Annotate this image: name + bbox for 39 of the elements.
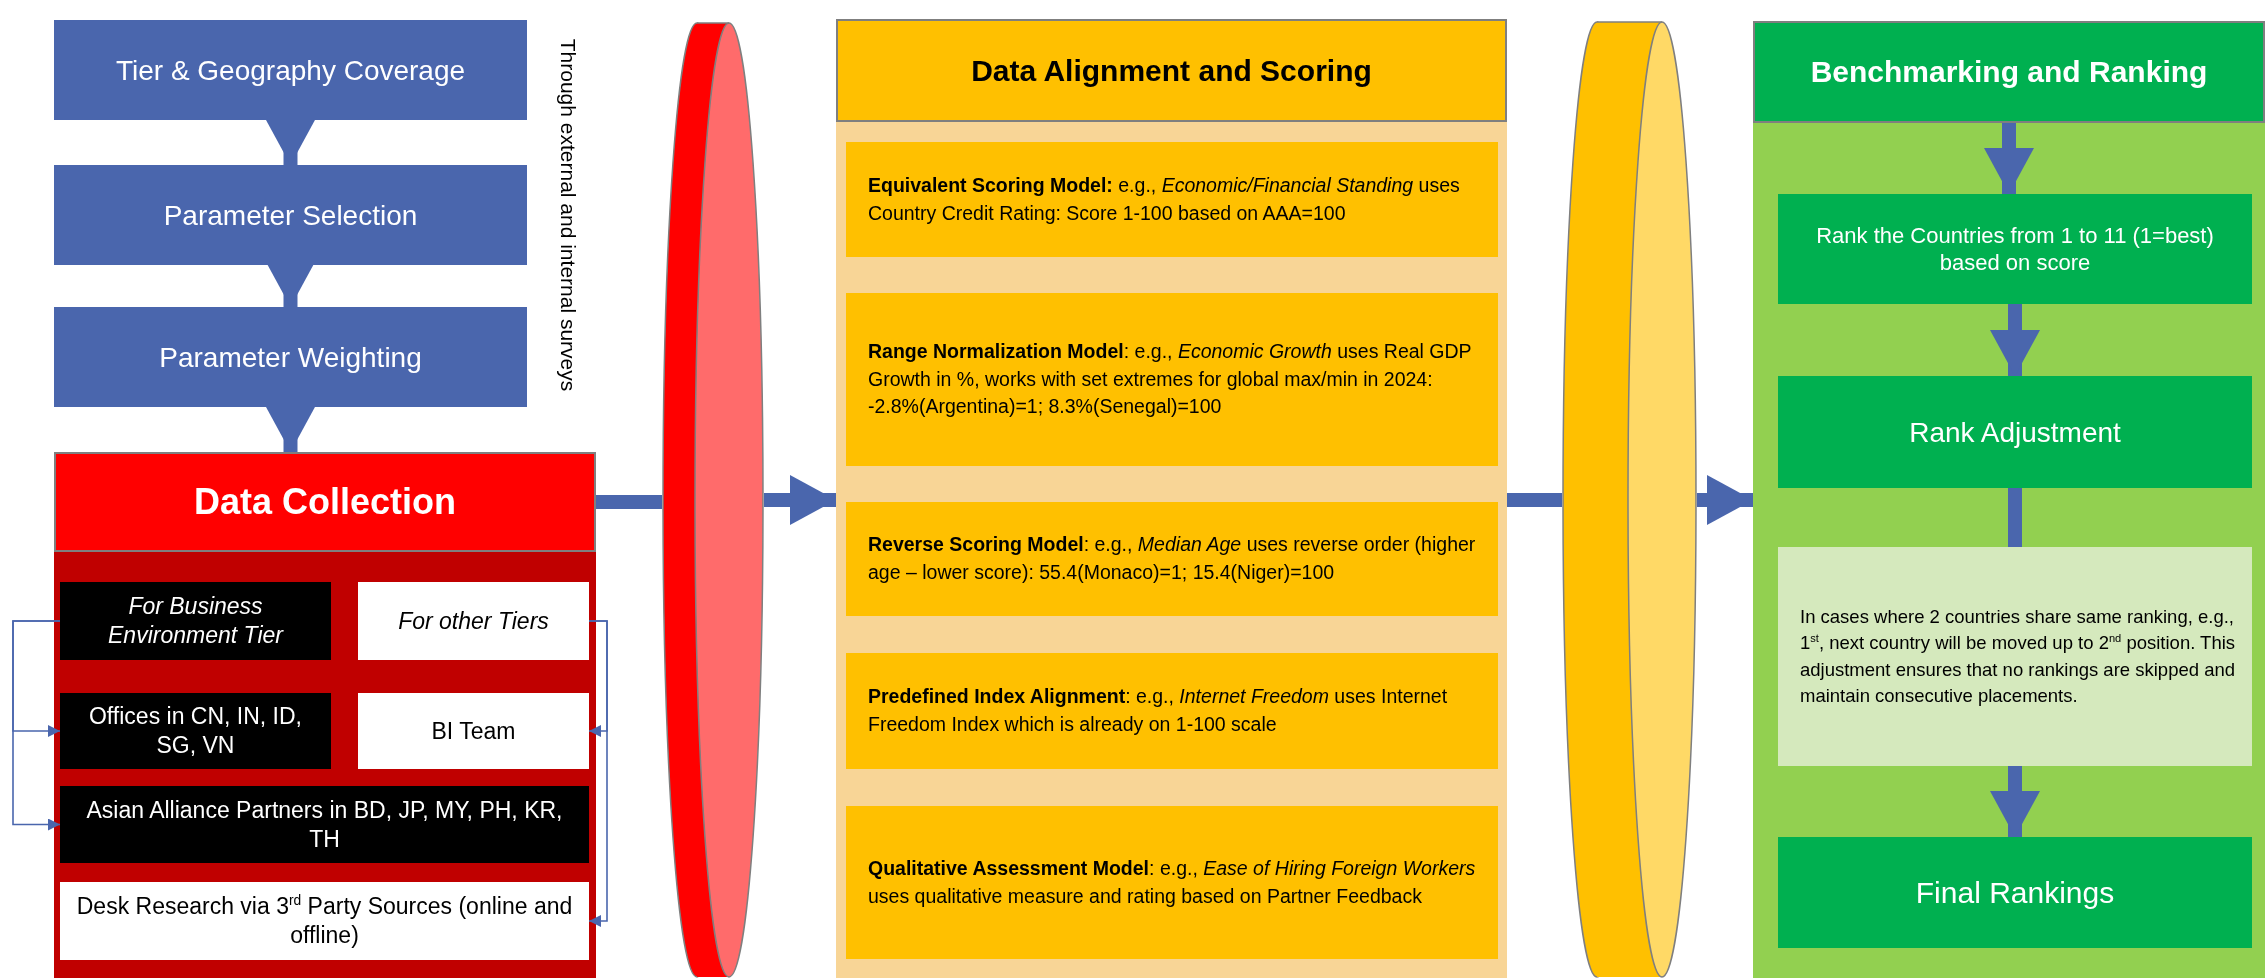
connector-line — [596, 495, 662, 509]
connector-line — [2008, 488, 2022, 547]
process-box: Parameter Selection — [54, 165, 527, 265]
process-box: Rank Adjustment — [1778, 376, 2252, 488]
process-box: Rank the Countries from 1 to 11 (1=best) based on score — [1778, 194, 2252, 304]
arrow — [588, 620, 608, 927]
source-box: BI Team — [358, 693, 589, 769]
note-box: In cases where 2 countries share same ranking, e.g., 1$^{st}$, next country will be moved up to 2$^{nd}$ position. This adjustment ensures that no rankings are skipped and maintain consecutive placements. — [1778, 547, 2252, 766]
arrow — [1990, 304, 2040, 376]
container-panel — [1753, 21, 2265, 978]
arrow — [1697, 475, 1753, 525]
disc-shape — [662, 22, 764, 978]
source-box: Offices in CN, IN, ID, SG, VN — [60, 693, 331, 769]
arrow — [265, 119, 316, 165]
source-box: For other Tiers — [358, 582, 589, 660]
panel-header: Data Alignment and Scoring — [836, 19, 1507, 122]
connector-line — [1507, 493, 1562, 507]
side-note: Through external and internal surveys — [556, 37, 580, 394]
panel-header: Benchmarking and Ranking — [1753, 21, 2265, 123]
source-box: For Business Environment Tier — [60, 582, 331, 660]
method-box: Reverse Scoring Model: e.g., Median Age uses reverse order (higher age – lower score): 55.4(Monaco)=1; 15.4(Niger)=100 — [846, 502, 1498, 616]
source-box: Desk Research via 3$^{rd}$ Party Sources (online and offline) — [60, 882, 589, 960]
arrow — [764, 475, 836, 525]
method-box: Qualitative Assessment Model: e.g., Ease of Hiring Foreign Workers uses qualitative measure and rating based on Partner Feedback — [846, 806, 1498, 959]
disc-shape — [1562, 21, 1697, 978]
arrow — [1990, 766, 2040, 837]
process-box: Parameter Weighting — [54, 307, 527, 407]
arrow — [12, 620, 61, 831]
container-panel — [836, 19, 1507, 978]
source-box: Asian Alliance Partners in BD, JP, MY, PH, KR, TH — [60, 786, 589, 863]
method-box: Range Normalization Model: e.g., Economic Growth uses Real GDP Growth in %, works with set extremes for global max/min in 2024: -2.8%(Argentina)=1; 8.3%(Senegal)=100 — [846, 293, 1498, 466]
process-box: Tier & Geography Coverage — [54, 20, 527, 120]
container-panel — [54, 452, 596, 978]
arrow — [1984, 123, 2034, 194]
arrow — [265, 406, 316, 452]
process-box: Final Rankings — [1778, 837, 2252, 948]
panel-header: Data Collection — [54, 452, 596, 552]
method-box: Equivalent Scoring Model: e.g., Economic/Financial Standing uses Country Credit Rating: Score 1-100 based on AAA=100 — [846, 142, 1498, 257]
method-box: Predefined Index Alignment: e.g., Internet Freedom uses Internet Freedom Index which is already on 1-100 scale — [846, 653, 1498, 769]
